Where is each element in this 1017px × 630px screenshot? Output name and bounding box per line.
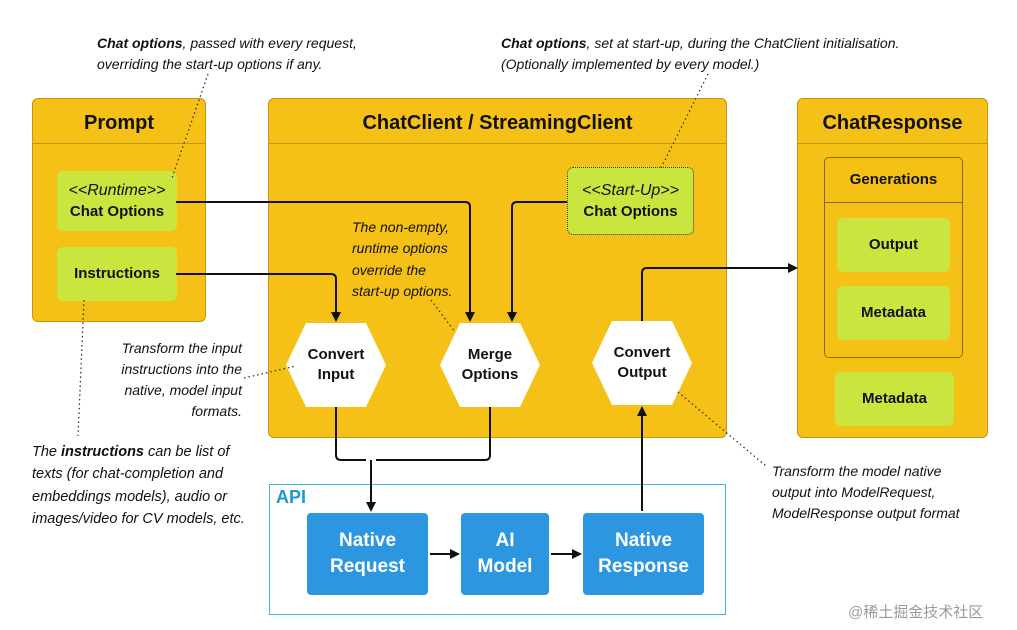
merge-note-line: start-up options. xyxy=(352,282,453,299)
startup-chat-options: <<Start-Up>> Chat Options xyxy=(567,167,694,235)
transform-input-line: formats. xyxy=(191,403,242,419)
instructions-note-rest: can be list of xyxy=(144,444,230,460)
api-container: API xyxy=(269,484,726,615)
instructions-box: Instructions xyxy=(57,247,177,301)
metadata-inner-label: Metadata xyxy=(860,303,927,321)
ai-model-label: Model xyxy=(477,556,533,577)
chat-response-divider xyxy=(798,143,987,144)
prompt-divider xyxy=(33,143,205,144)
convert-output-label: Output xyxy=(617,364,667,381)
startup-note-bold: Chat options xyxy=(501,35,587,51)
merge-note-line: runtime options xyxy=(352,240,448,257)
instructions-note-line: texts (for chat-completion and xyxy=(32,466,224,483)
runtime-note-line2: overriding the start-up options if any. xyxy=(97,56,323,72)
transform-input-note: Transform the input instructions into th… xyxy=(96,338,242,422)
prompt-title: Prompt xyxy=(84,112,154,134)
transform-output-note: Transform the model native output into M… xyxy=(772,461,960,524)
merge-options-label: Options xyxy=(461,366,519,383)
runtime-note-bold: Chat options xyxy=(97,35,183,51)
chat-client-divider xyxy=(269,143,726,144)
merge-options-label: Merge xyxy=(467,345,513,363)
convert-input-label: Input xyxy=(317,366,355,383)
startup-tag: <<Start-Up>> xyxy=(582,182,679,200)
instructions-label: Instructions xyxy=(74,264,160,282)
startup-options-note: Chat options, set at start-up, during th… xyxy=(501,33,899,75)
transform-output-line: Transform the model native xyxy=(772,463,942,479)
transform-input-line: Transform the input xyxy=(121,340,242,356)
convert-input-node: Convert Input xyxy=(286,323,386,407)
generations-box: Generations Output Metadata xyxy=(824,157,963,358)
convert-output-label: Convert xyxy=(613,343,671,361)
chat-response-panel: ChatResponse Generations Output Metadata… xyxy=(797,98,988,438)
startup-note-rest: , set at start-up, during the ChatClient… xyxy=(586,35,900,51)
native-response-label: Response xyxy=(598,556,689,577)
native-response-label: Native xyxy=(614,530,673,552)
chat-response-title: ChatResponse xyxy=(822,112,963,134)
merge-options-node: Merge Options xyxy=(440,323,540,407)
metadata-outer-box: Metadata xyxy=(835,372,954,426)
native-request-label: Native xyxy=(338,530,397,552)
chat-client-title: ChatClient / StreamingClient xyxy=(362,112,633,134)
ai-model-label: AI xyxy=(495,530,515,552)
startup-note-line2: (Optionally implemented by every model.) xyxy=(501,56,760,72)
ai-model-box: AI Model xyxy=(461,513,549,595)
native-request-box: Native Request xyxy=(307,513,428,595)
native-request-label: Request xyxy=(330,556,405,577)
runtime-chat-options: <<Runtime>> Chat Options xyxy=(57,171,177,231)
merge-note-line: The non-empty, xyxy=(352,219,450,235)
convert-input-label: Convert xyxy=(307,345,365,363)
instructions-note: The instructions can be list of texts (f… xyxy=(32,441,245,531)
native-response-box: Native Response xyxy=(583,513,704,595)
instructions-note-bold: instructions xyxy=(61,444,144,460)
metadata-outer-label: Metadata xyxy=(861,389,928,407)
generations-label: Generations xyxy=(849,171,938,188)
startup-chat-options-label: Chat Options xyxy=(583,202,678,220)
prompt-panel: Prompt <<Runtime>> Chat Options Instruct… xyxy=(32,98,206,322)
transform-output-line: ModelResponse output format xyxy=(772,505,960,521)
instructions-note-line: embeddings models), audio or xyxy=(32,488,228,505)
output-box: Output xyxy=(837,218,950,272)
merge-note-line: override the xyxy=(352,261,426,278)
instructions-note-line: images/video for CV models, etc. xyxy=(32,511,245,528)
runtime-tag: <<Runtime>> xyxy=(68,182,166,200)
transform-input-line: instructions into the xyxy=(121,361,242,377)
transform-output-line: output into ModelRequest, xyxy=(772,484,936,500)
runtime-options-note: Chat options, passed with every request,… xyxy=(97,33,357,75)
output-label: Output xyxy=(868,235,919,253)
instructions-note-pre: The xyxy=(32,444,62,460)
api-label: API xyxy=(276,487,307,507)
runtime-chat-options-label: Chat Options xyxy=(69,202,165,220)
merge-note: The non-empty, runtime options override … xyxy=(352,217,452,302)
transform-input-line: native, model input xyxy=(124,382,242,398)
runtime-note-rest: , passed with every request, xyxy=(182,35,357,51)
convert-output-node: Convert Output xyxy=(592,321,692,405)
metadata-inner-box: Metadata xyxy=(837,286,950,340)
generations-divider xyxy=(825,202,962,203)
watermark: @稀土掘金技术社区 xyxy=(848,604,984,621)
